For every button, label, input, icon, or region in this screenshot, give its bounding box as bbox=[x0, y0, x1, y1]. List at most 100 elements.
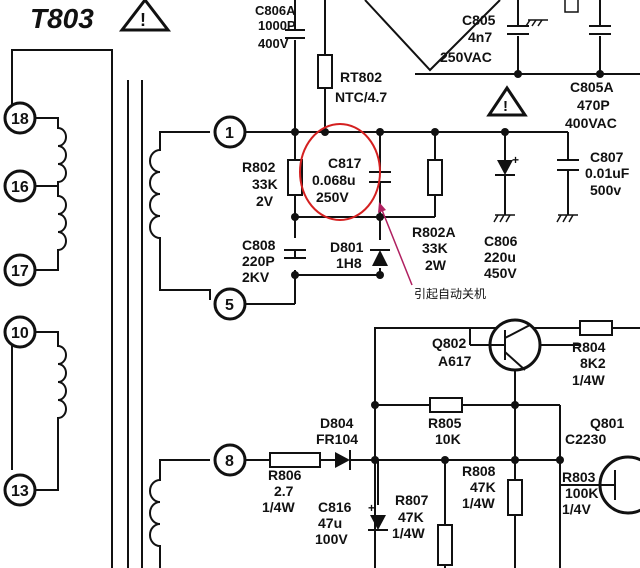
transformer-name: T803 bbox=[30, 3, 94, 34]
d804-ref: D804 bbox=[320, 415, 354, 431]
c807-rating: 500v bbox=[590, 182, 621, 198]
svg-text:!: ! bbox=[140, 10, 146, 30]
c806-ref: C806 bbox=[484, 233, 518, 249]
c806a-ref: C806A bbox=[255, 3, 296, 18]
svg-text:18: 18 bbox=[11, 111, 29, 128]
transistor-q801 bbox=[560, 455, 640, 515]
c807-value: 0.01uF bbox=[585, 165, 630, 181]
r807-value: 47K bbox=[398, 509, 424, 525]
c806-rating: 450V bbox=[484, 265, 517, 281]
transformer-pin: 8 bbox=[213, 443, 247, 477]
svg-text:5: 5 bbox=[225, 297, 234, 314]
r805-value: 10K bbox=[435, 431, 461, 447]
c805a-ref: C805A bbox=[570, 79, 614, 95]
annotation-circle bbox=[299, 123, 381, 221]
svg-text:13: 13 bbox=[11, 483, 29, 500]
resistor-r802a bbox=[427, 159, 443, 196]
c808-rating: 2KV bbox=[242, 269, 270, 285]
resistor-r802 bbox=[287, 159, 303, 196]
r802-value: 33K bbox=[252, 176, 278, 192]
annotation-arrow bbox=[381, 209, 413, 286]
r807-rating: 1/4W bbox=[392, 525, 425, 541]
resistor-r806 bbox=[269, 452, 321, 468]
d801-value: 1H8 bbox=[336, 255, 362, 271]
c806a-value: 1000P bbox=[258, 18, 296, 33]
c808-value: 220P bbox=[242, 253, 275, 269]
c806-value: 220u bbox=[484, 249, 516, 265]
c817-rating: 250V bbox=[316, 189, 349, 205]
rt802-value: NTC/4.7 bbox=[335, 89, 387, 105]
transformer-pin: 16 bbox=[3, 169, 37, 203]
c805-ref: C805 bbox=[462, 12, 496, 28]
transformer-pin: 5 bbox=[213, 287, 247, 321]
q801-value: C2230 bbox=[565, 431, 606, 447]
c805a-value: 470P bbox=[577, 97, 610, 113]
diode-d801 bbox=[370, 249, 390, 266]
svg-text:10: 10 bbox=[11, 325, 29, 342]
capacitor-c806: + bbox=[493, 153, 519, 223]
capacitor-c805 bbox=[507, 25, 529, 35]
svg-text:+: + bbox=[512, 153, 519, 167]
q801-ref: Q801 bbox=[590, 415, 624, 431]
resistor-r808 bbox=[507, 479, 523, 516]
d801-ref: D801 bbox=[330, 239, 364, 255]
r802-rating: 2V bbox=[256, 193, 274, 209]
r802-ref: R802 bbox=[242, 159, 276, 175]
r803-ref: R803 bbox=[562, 469, 596, 485]
svg-text:1: 1 bbox=[225, 125, 234, 142]
r804-rating: 1/4W bbox=[572, 372, 605, 388]
c817-ref: C817 bbox=[328, 155, 362, 171]
capacitor-c805a bbox=[589, 25, 611, 35]
transformer-pin: 18 bbox=[3, 101, 37, 135]
r804-value: 8K2 bbox=[580, 355, 606, 371]
q802-value: A617 bbox=[438, 353, 472, 369]
svg-text:!: ! bbox=[503, 98, 508, 115]
rt802-ref: RT802 bbox=[340, 69, 382, 85]
c807-ref: C807 bbox=[590, 149, 624, 165]
c816-rating: 100V bbox=[315, 531, 348, 547]
r807-ref: R807 bbox=[395, 492, 429, 508]
capacitor-c806a bbox=[285, 29, 305, 39]
annotation-text: 引起自动关机 bbox=[414, 287, 486, 301]
c808-ref: C808 bbox=[242, 237, 276, 253]
r808-rating: 1/4W bbox=[462, 495, 495, 511]
transformer-pin: 17 bbox=[3, 253, 37, 287]
annotation-arrowhead bbox=[378, 202, 386, 213]
r808-value: 47K bbox=[470, 479, 496, 495]
transformer-pin: 13 bbox=[3, 473, 37, 507]
c817-value: 0.068u bbox=[312, 172, 356, 188]
r806-rating: 1/4W bbox=[262, 499, 295, 515]
c805a-rating: 400VAC bbox=[565, 115, 617, 131]
c805-rating: 250VAC bbox=[440, 49, 492, 65]
c806a-rating: 400V bbox=[258, 36, 289, 51]
svg-text:+: + bbox=[368, 501, 375, 515]
svg-text:8: 8 bbox=[225, 453, 234, 470]
resistor-r807 bbox=[437, 524, 453, 566]
r806-value: 2.7 bbox=[274, 483, 294, 499]
resistor-r804 bbox=[579, 320, 613, 336]
r802a-value: 33K bbox=[422, 240, 448, 256]
r804-ref: R804 bbox=[572, 339, 606, 355]
r803-value: 100K bbox=[565, 485, 598, 501]
thermistor-rt802 bbox=[317, 54, 333, 89]
c816-ref: C816 bbox=[318, 499, 352, 515]
ground-symbol bbox=[525, 19, 548, 27]
r802a-rating: 2W bbox=[425, 257, 447, 273]
r805-ref: R805 bbox=[428, 415, 462, 431]
warning-icon: ! bbox=[486, 85, 528, 117]
transformer-pin: 10 bbox=[3, 315, 37, 349]
warning-icon: ! bbox=[118, 0, 172, 32]
c816-value: 47u bbox=[318, 515, 342, 531]
svg-text:17: 17 bbox=[11, 263, 29, 280]
transformer-pin: 1 bbox=[213, 115, 247, 149]
r806-ref: R806 bbox=[268, 467, 302, 483]
resistor-r805 bbox=[429, 397, 463, 413]
q802-ref: Q802 bbox=[432, 335, 466, 351]
r803-rating: 1/4V bbox=[562, 501, 591, 517]
svg-text:16: 16 bbox=[11, 179, 29, 196]
transformer-body bbox=[11, 49, 211, 568]
d804-value: FR104 bbox=[316, 431, 358, 447]
capacitor-c807 bbox=[556, 159, 579, 223]
transistor-q802 bbox=[488, 318, 542, 372]
